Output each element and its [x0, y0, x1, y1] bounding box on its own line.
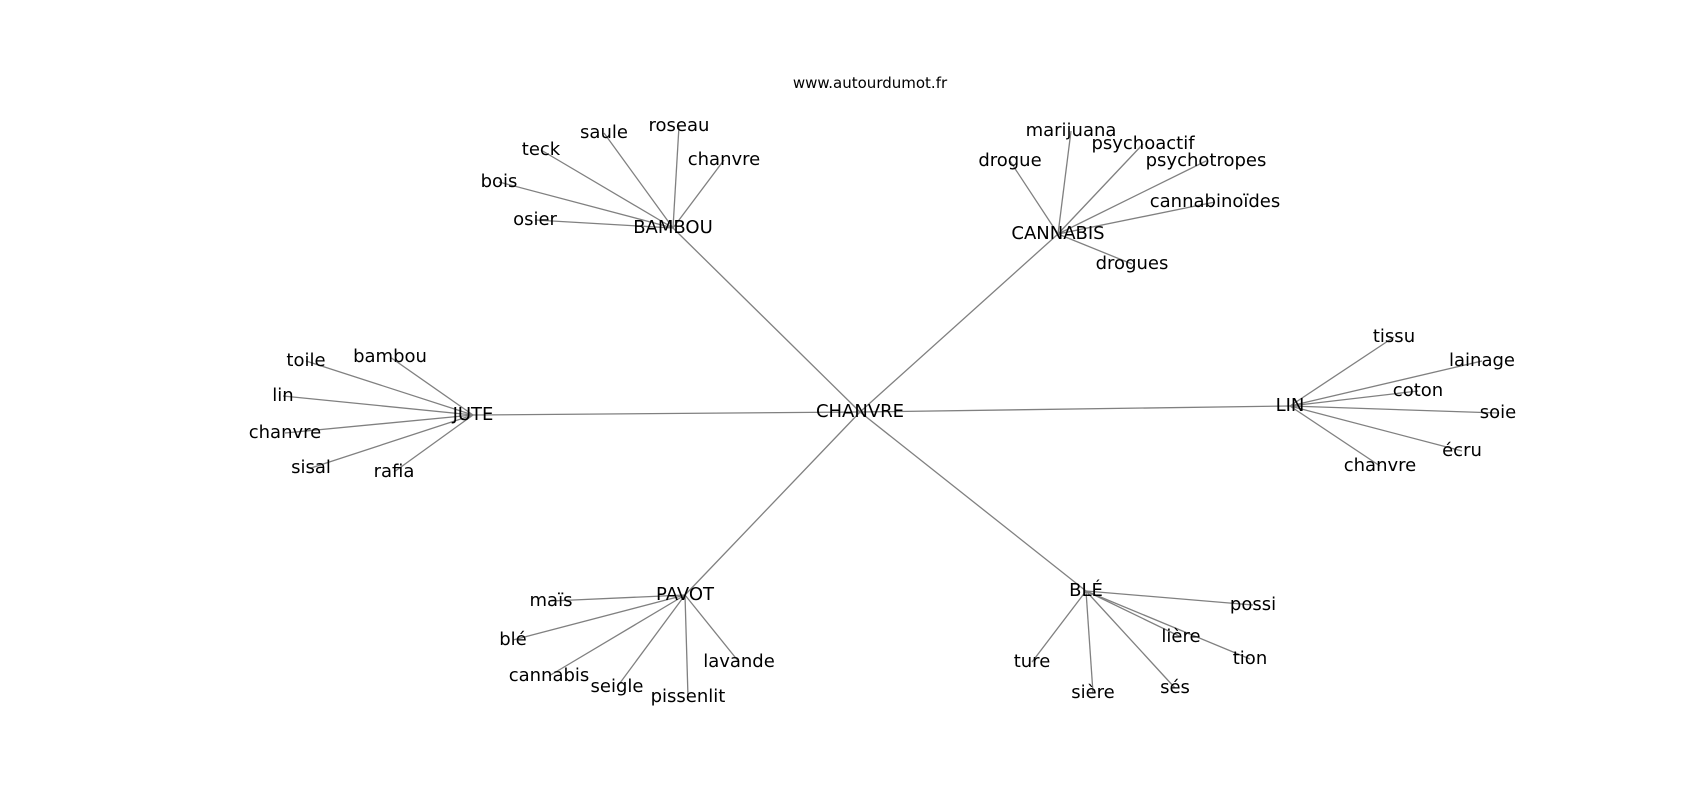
leaf-node-cannabis: marijuana	[1026, 120, 1117, 141]
edge-root-ble	[859, 411, 1087, 592]
leaf-node-jute: lin	[272, 385, 293, 406]
leaf-node-jute: rafia	[374, 461, 415, 482]
leaf-node-cannabis: psychotropes	[1146, 150, 1267, 171]
leaf-node-pavot: blé	[499, 629, 527, 650]
edge-lin-leaf	[1289, 405, 1499, 414]
edges-layer	[282, 125, 1499, 698]
leaf-node-cannabis: psychoactif	[1091, 133, 1195, 154]
leaf-node-lin: écru	[1442, 440, 1482, 461]
edge-pavot-leaf	[550, 594, 686, 602]
hub-node-ble: BLÉ	[1069, 579, 1103, 601]
leaf-node-pavot: lavande	[703, 651, 775, 672]
edge-root-bambou	[672, 227, 861, 413]
leaf-node-bambou: roseau	[649, 115, 710, 136]
leaf-node-lin: chanvre	[1344, 455, 1416, 476]
edge-lin-leaf	[1289, 390, 1419, 407]
leaf-node-cannabis: drogues	[1096, 253, 1169, 274]
edge-pavot-leaf	[684, 594, 689, 698]
leaf-node-pavot: maïs	[530, 590, 573, 611]
edge-cannabis-leaf	[1009, 160, 1059, 235]
edge-bambou-leaf	[540, 149, 674, 229]
edge-ble-leaf	[1085, 590, 1094, 694]
edge-bambou-leaf	[534, 219, 674, 229]
edge-ble-leaf	[1085, 590, 1254, 606]
edge-bambou-leaf	[672, 159, 725, 229]
leaf-node-pavot: cannabis	[509, 665, 590, 686]
edge-root-jute	[472, 411, 861, 416]
leaf-node-pavot: pissenlit	[651, 686, 726, 707]
leaf-node-pavot: seigle	[591, 676, 644, 697]
leaf-node-bambou: teck	[522, 139, 561, 160]
edge-root-cannabis	[859, 233, 1059, 413]
edge-pavot-leaf	[512, 594, 686, 641]
hub-node-pavot: PAVOT	[656, 584, 715, 605]
edge-cannabis-leaf	[1057, 201, 1216, 235]
leaf-node-lin: coton	[1393, 380, 1443, 401]
leaf-node-ble: ture	[1014, 651, 1051, 672]
edge-jute-leaf	[305, 360, 474, 416]
leaf-node-ble: sés	[1160, 677, 1190, 698]
hub-node-cannabis: CANNABIS	[1011, 223, 1104, 244]
edge-ble-leaf	[1085, 590, 1182, 638]
leaf-node-bambou: saule	[580, 122, 628, 143]
leaf-node-lin: tissu	[1373, 326, 1415, 347]
edge-cannabis-leaf	[1057, 160, 1207, 235]
edge-lin-leaf	[1289, 360, 1483, 407]
edge-jute-leaf	[284, 414, 474, 434]
edge-ble-leaf	[1085, 590, 1176, 689]
edge-lin-leaf	[1289, 405, 1463, 452]
leaf-node-cannabis: drogue	[978, 150, 1041, 171]
leaf-node-jute: chanvre	[249, 422, 321, 443]
leaf-node-jute: bambou	[353, 346, 427, 367]
edge-jute-leaf	[389, 356, 474, 416]
hub-node-bambou: BAMBOU	[633, 217, 713, 238]
edge-lin-leaf	[1289, 336, 1395, 407]
leaf-node-bambou: bois	[481, 171, 518, 192]
edge-jute-leaf	[310, 414, 474, 469]
leaf-node-lin: soie	[1480, 402, 1516, 423]
leaf-node-ble: possi	[1230, 594, 1276, 615]
hub-node-jute: JUTE	[452, 404, 494, 425]
edge-bambou-leaf	[498, 181, 674, 229]
hub-node-lin: LIN	[1276, 395, 1305, 416]
edge-cannabis-leaf	[1057, 130, 1072, 235]
leaf-node-ble: lière	[1161, 626, 1200, 647]
edge-root-pavot	[684, 411, 861, 596]
leaf-node-bambou: chanvre	[688, 149, 760, 170]
edge-pavot-leaf	[684, 594, 740, 663]
site-watermark: www.autourdumot.fr	[793, 74, 948, 92]
leaf-node-jute: toile	[286, 350, 325, 371]
edge-root-lin	[859, 405, 1291, 413]
edge-bambou-leaf	[672, 125, 680, 229]
edge-ble-leaf	[1085, 590, 1251, 660]
edge-lin-leaf	[1289, 405, 1381, 467]
leaf-node-ble: sière	[1071, 682, 1115, 703]
leaf-node-lin: lainage	[1449, 350, 1515, 371]
leaf-node-bambou: osier	[513, 209, 557, 230]
edge-bambou-leaf	[603, 132, 674, 229]
leaf-node-cannabis: cannabinoïdes	[1150, 191, 1281, 212]
edge-pavot-leaf	[616, 594, 686, 688]
edge-cannabis-leaf	[1057, 233, 1133, 265]
root-node: CHANVRE	[816, 401, 904, 422]
leaf-node-jute: sisal	[291, 457, 331, 478]
edge-pavot-leaf	[548, 594, 686, 677]
leaf-node-ble: tion	[1233, 648, 1267, 669]
edge-cannabis-leaf	[1057, 143, 1144, 235]
edge-jute-leaf	[393, 414, 474, 473]
edge-jute-leaf	[282, 395, 474, 416]
edge-ble-leaf	[1031, 590, 1087, 663]
